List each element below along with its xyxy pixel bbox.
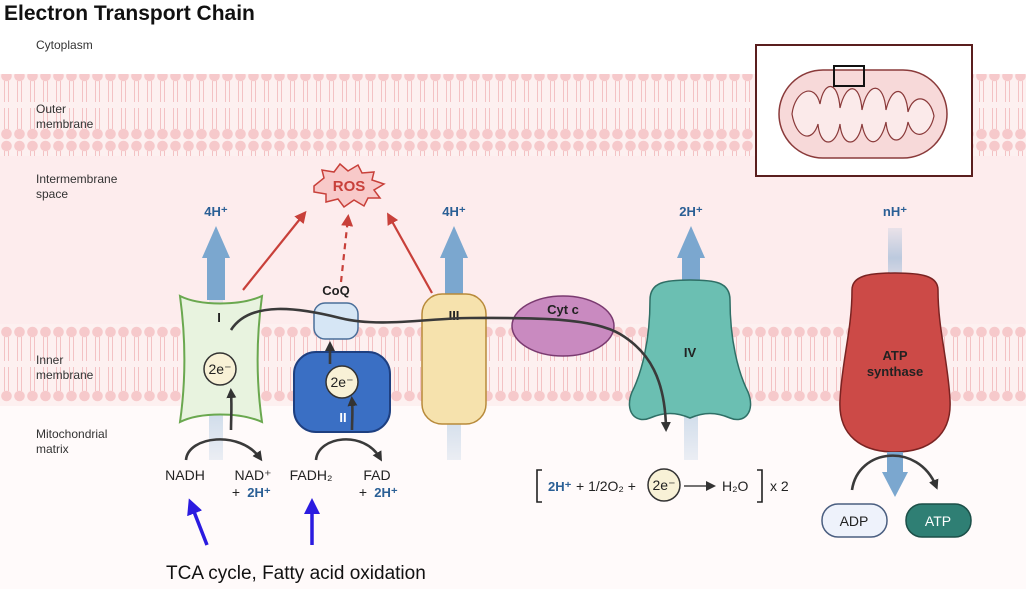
- adp-pill: ADP: [821, 503, 888, 538]
- complex-iii: III: [421, 293, 487, 425]
- region-inner-membrane-line1: Inner: [36, 353, 63, 367]
- source-pathways-label: TCA cycle, Fatty acid oxidation: [166, 563, 426, 584]
- region-intermembrane-line1: Intermembrane: [36, 172, 118, 186]
- coq-label: CoQ: [322, 283, 349, 298]
- electron-pair-ii: 2e⁻: [325, 365, 359, 399]
- region-cytoplasm: Cytoplasm: [36, 38, 93, 52]
- ros-arrow-from-i: [242, 210, 307, 291]
- cyt-c-label: Cyt c: [547, 302, 579, 317]
- complex-iii-label: III: [449, 308, 460, 323]
- fad-label: FAD: [363, 467, 390, 483]
- fadh2-label: FADH₂: [290, 467, 333, 483]
- electron-pair-i: 2e⁻: [203, 352, 237, 386]
- region-inner-membrane-line2: membrane: [36, 368, 94, 382]
- region-matrix-line1: Mitochondrial: [36, 427, 107, 441]
- adp-label: ADP: [840, 513, 869, 529]
- equation-multiplier: x 2: [770, 478, 789, 494]
- atp-pill: ATP: [905, 503, 972, 538]
- diagram-title: Electron Transport Chain: [4, 2, 255, 25]
- proton-label-atp: nH⁺: [883, 204, 907, 219]
- ros-label: ROS: [333, 178, 366, 195]
- region-intermembrane-line2: space: [36, 187, 68, 201]
- atp-synthase: ATP synthase: [839, 272, 951, 453]
- equation-protons: 2H⁺: [548, 479, 572, 494]
- equation-electron-label: 2e⁻: [653, 477, 676, 493]
- complex-ii-label: II: [339, 410, 346, 425]
- electron-transfer-path: [229, 307, 671, 432]
- ros-arrow-from-iii: [387, 212, 433, 294]
- equation-water: H₂O: [722, 478, 749, 494]
- equation-oxygen: + 1/2O₂ +: [576, 478, 636, 494]
- electron-ii-label: 2e⁻: [331, 374, 354, 390]
- ros-burst: ROS: [313, 162, 386, 209]
- atp-synthase-label-line2: synthase: [867, 364, 923, 379]
- proton-label-iv: 2H⁺: [679, 204, 703, 219]
- proton-arrow-i: [202, 226, 230, 300]
- atp-synthase-label-line1: ATP: [882, 348, 907, 363]
- nadh-conversion-arrow: [184, 438, 263, 462]
- coq: CoQ: [313, 283, 359, 340]
- atp-proton-down-arrow: [882, 452, 908, 497]
- cytochrome-c: Cyt c: [511, 295, 615, 357]
- tca-arrow-to-nadh: [187, 498, 209, 546]
- atp-label: ATP: [925, 513, 951, 529]
- nadh-label: NADH: [165, 467, 205, 483]
- region-outer-membrane-line2: membrane: [36, 117, 94, 131]
- region-matrix-line2: matrix: [36, 442, 69, 456]
- fad-protons-label: 2H⁺: [374, 485, 398, 500]
- proton-label-i: 4H⁺: [204, 204, 228, 219]
- electron-i-label: 2e⁻: [209, 361, 232, 377]
- equation-electron-circle: [647, 468, 681, 502]
- proton-label-iii: 4H⁺: [442, 204, 466, 219]
- nad-plus-sign: +: [232, 484, 240, 500]
- proton-arrow-iii: [440, 226, 468, 300]
- atp-synthesis-arrow: [850, 454, 939, 491]
- fadh2-conversion-arrow: [314, 438, 382, 462]
- complex-i-label: I: [217, 310, 221, 325]
- oxygen-reduction-equation: 2H⁺ + 1/2O₂ + 2e⁻ H₂O x 2: [536, 468, 789, 503]
- mitochondrion-inset: [755, 44, 973, 177]
- nad-protons-label: 2H⁺: [247, 485, 271, 500]
- complex-iv-label: IV: [684, 345, 697, 360]
- nad-label: NAD⁺: [235, 467, 272, 483]
- fad-plus-sign: +: [359, 484, 367, 500]
- region-outer-membrane-line1: Outer: [36, 102, 66, 116]
